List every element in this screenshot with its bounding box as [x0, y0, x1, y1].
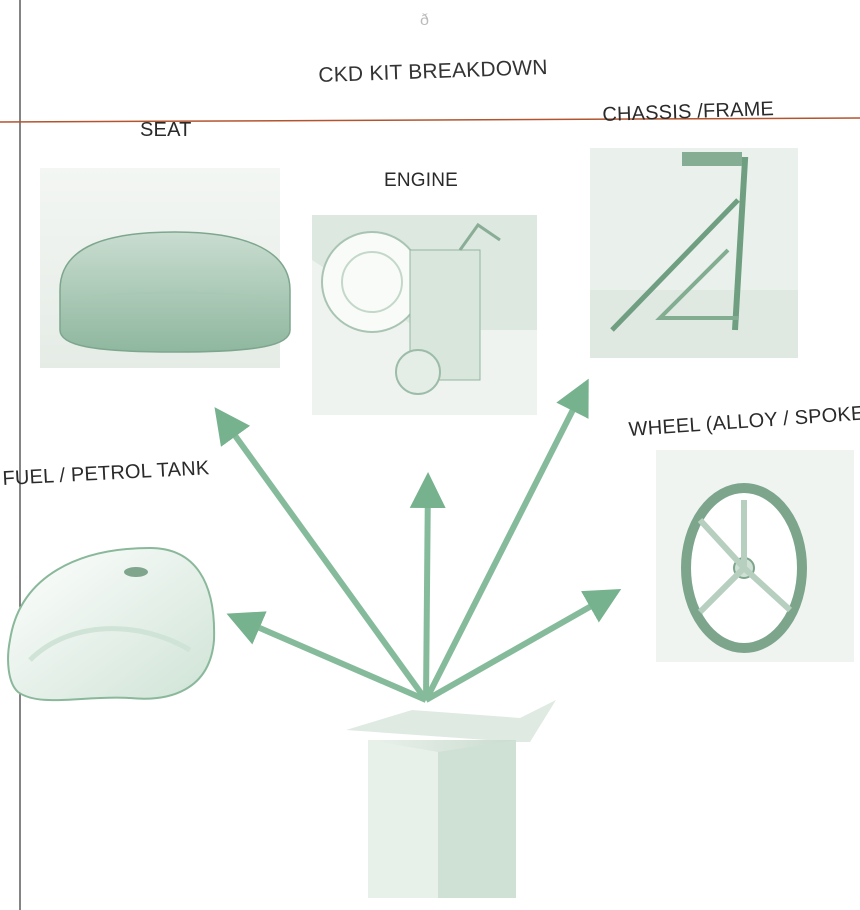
- ckd-box-image: [346, 700, 556, 898]
- engine-image: [312, 215, 537, 415]
- top-glyph-icon: ð: [420, 12, 429, 30]
- seat-image: [40, 168, 290, 368]
- wheel-image: [656, 450, 854, 662]
- seat-label: SEAT: [140, 119, 192, 142]
- arrow-to-engine: [426, 478, 428, 700]
- fuel-tank-image: [8, 548, 214, 700]
- chassis-frame-image: [590, 148, 798, 358]
- arrows: [218, 384, 616, 700]
- engine-label: ENGINE: [384, 170, 458, 192]
